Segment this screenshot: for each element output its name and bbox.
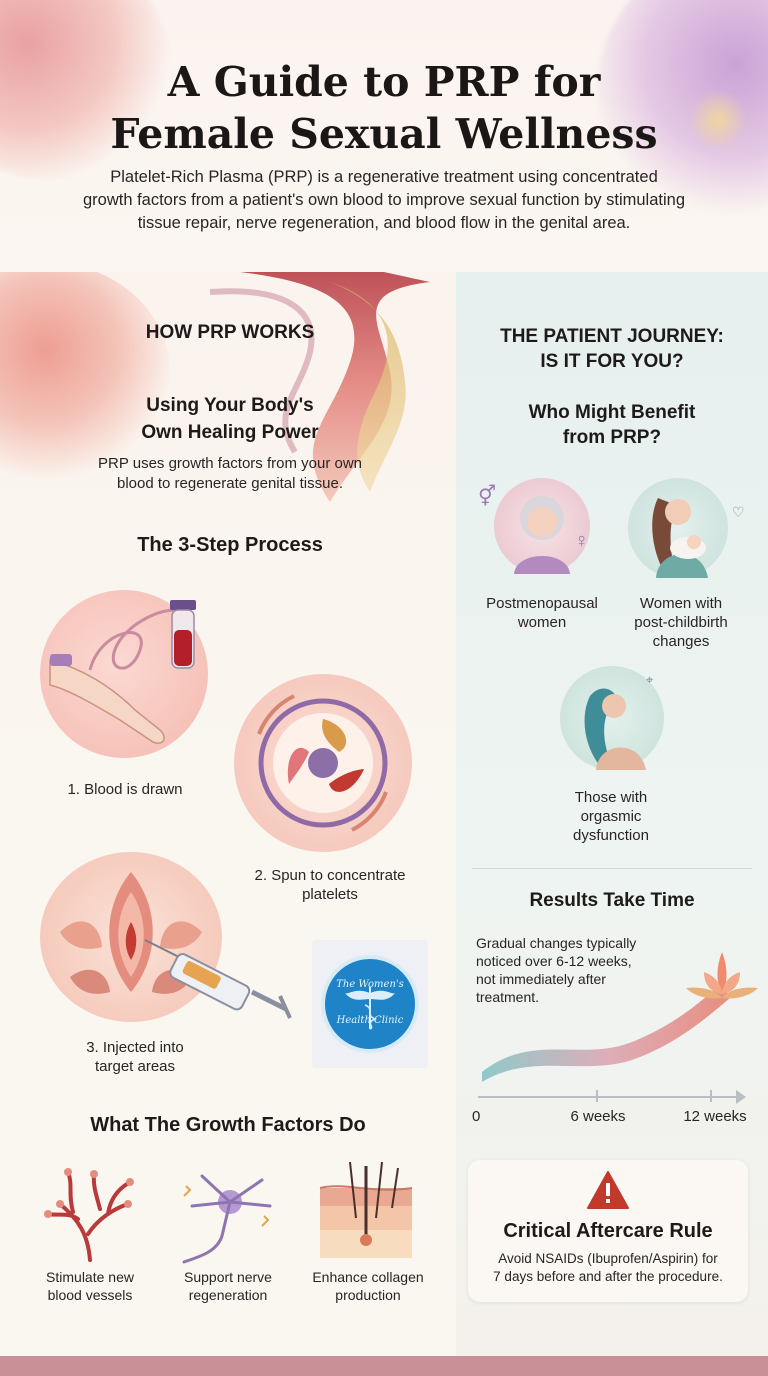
who-benefits-heading: Who Might Benefit from PRP? <box>482 400 742 450</box>
timeline-label-mid: 6 weeks <box>570 1108 626 1125</box>
growth-item1-line1: Stimulate new <box>46 1269 134 1285</box>
intro-line2: growth factors from a patient's own bloo… <box>82 191 686 209</box>
woman-reflecting-illustration <box>560 666 664 770</box>
step2-caption-line1: 2. Spun to concentrate <box>254 867 406 884</box>
candidate3-line3: dysfunction <box>573 827 649 844</box>
results-text-line2: noticed over 6-12 weeks, <box>476 953 632 969</box>
healing-power-text-line1: PRP uses growth factors from your own <box>98 455 362 472</box>
growth-item3-line1: Enhance collagen <box>312 1269 424 1285</box>
healing-power-heading: Using Your Body's Own Healing Power <box>80 392 380 446</box>
step2-centrifuge-illustration <box>234 674 412 852</box>
step3-caption-line2: target areas <box>94 1058 176 1075</box>
candidate2-line3: changes <box>652 633 710 650</box>
patient-journey-line1: THE PATIENT JOURNEY: <box>500 326 724 347</box>
warning-triangle-icon <box>587 1171 629 1209</box>
decorative-blob-coral <box>0 272 170 482</box>
intro-line1: Platelet-Rich Plasma (PRP) is a regenera… <box>110 168 658 186</box>
candidate2-line1: Women with <box>639 595 723 612</box>
nerve-cell-icon <box>182 1174 272 1264</box>
timeline-arrow-icon <box>736 1090 746 1104</box>
timeline-label-start: 0 <box>472 1108 481 1125</box>
healing-power-text-line2: blood to regenerate genital tissue. <box>117 475 343 492</box>
aftercare-text-line2: 7 days before and after the procedure. <box>493 1269 723 1284</box>
results-timeline-illustration <box>482 952 758 1082</box>
candidate3-line1: Those with <box>574 789 648 806</box>
header: A Guide to PRP for Female Sexual Wellnes… <box>0 0 768 272</box>
how-prp-works-heading: HOW PRP WORKS <box>145 322 315 343</box>
step3-caption: 3. Injected into target areas <box>50 1038 220 1076</box>
results-heading: Results Take Time <box>529 890 695 911</box>
mother-with-baby-illustration <box>628 478 728 578</box>
step3-caption-line1: 3. Injected into <box>86 1039 184 1056</box>
healing-power-heading-line2: Own Healing Power <box>141 422 319 443</box>
intro-paragraph: Platelet-Rich Plasma (PRP) is a regenera… <box>64 166 704 235</box>
footer-bar <box>0 1356 768 1376</box>
candidate3-caption: Those with orgasmic dysfunction <box>536 788 686 845</box>
growth-item1-caption: Stimulate new blood vessels <box>30 1268 150 1304</box>
patient-journey-line2: IS IT FOR YOU? <box>540 351 684 372</box>
page-title: A Guide to PRP for Female Sexual Wellnes… <box>0 56 768 160</box>
aftercare-text-line1: Avoid NSAIDs (Ibuprofen/Aspirin) for <box>498 1251 718 1266</box>
section-divider <box>472 868 752 869</box>
page-title-line1: A Guide to PRP for <box>167 58 601 106</box>
who-benefits-line2: from PRP? <box>562 427 662 448</box>
candidate1-line1: Postmenopausal <box>486 595 598 612</box>
growth-item2-line1: Support nerve <box>184 1269 272 1285</box>
flowing-ribbon-illustration <box>209 272 430 502</box>
candidate2-line2: post-childbirth <box>634 614 728 631</box>
gender-symbol-icon: ⚥ <box>478 486 497 508</box>
blood-vessels-icon <box>44 1168 134 1262</box>
healing-power-text: PRP uses growth factors from your own bl… <box>60 454 400 494</box>
results-text-line4: treatment. <box>476 989 540 1005</box>
aftercare-text: Avoid NSAIDs (Ibuprofen/Aspirin) for 7 d… <box>468 1250 748 1286</box>
growth-factors-heading: What The Growth Factors Do <box>90 1114 366 1136</box>
candidate3-line2: orgasmic <box>580 808 642 825</box>
growth-item3-line2: production <box>335 1287 401 1303</box>
female-symbol-icon: ♀ <box>574 530 589 552</box>
step1-caption-line1: 1. Blood is drawn <box>67 781 183 798</box>
step2-caption: 2. Spun to concentrate platelets <box>230 866 430 904</box>
intro-line3: tissue repair, nerve regeneration, and b… <box>137 214 631 232</box>
who-benefits-line1: Who Might Benefit <box>528 402 696 423</box>
skin-layers-icon <box>319 1161 413 1258</box>
candidate1-caption: Postmenopausal women <box>462 594 622 632</box>
candidate2-caption: Women with post-childbirth changes <box>606 594 756 651</box>
heart-icon: ♡ <box>732 504 745 520</box>
page-title-line2: Female Sexual Wellness <box>110 110 658 158</box>
decorative-blob-gold <box>688 90 748 150</box>
three-step-heading: The 3-Step Process <box>137 534 323 556</box>
clinic-logo-badge: The Women's Health Clinic <box>321 955 419 1053</box>
timeline-axis <box>478 1096 740 1098</box>
aftercare-card: Critical Aftercare Rule Avoid NSAIDs (Ib… <box>468 1160 748 1302</box>
growth-item2-line2: regeneration <box>188 1287 268 1303</box>
healing-power-heading-line1: Using Your Body's <box>146 395 314 416</box>
growth-item2-caption: Support nerve regeneration <box>168 1268 288 1304</box>
clinic-logo-text: The Women's Health Clinic <box>336 979 404 1026</box>
results-text-line1: Gradual changes typically <box>476 935 637 951</box>
left-column: HOW PRP WORKS Using Your Body's Own Heal… <box>0 272 456 1356</box>
candidate1-line2: women <box>517 614 567 631</box>
aftercare-heading: Critical Aftercare Rule <box>503 1220 713 1242</box>
caduceus-icon <box>345 987 395 1030</box>
syringe-icon <box>144 939 292 1019</box>
timeline-label-end: 12 weeks <box>683 1108 747 1125</box>
timeline-tick-end <box>710 1090 712 1102</box>
clinic-logo: The Women's Health Clinic <box>312 940 428 1068</box>
growth-item1-line2: blood vessels <box>47 1287 133 1303</box>
postmenopausal-woman-illustration <box>494 478 590 574</box>
step1-caption: 1. Blood is drawn <box>40 780 210 799</box>
location-pin-icon: ⌖ <box>646 672 654 687</box>
growth-item3-caption: Enhance collagen production <box>302 1268 434 1304</box>
patient-journey-heading: THE PATIENT JOURNEY: IS IT FOR YOU? <box>472 324 752 374</box>
timeline-tick-mid <box>596 1090 598 1102</box>
results-text: Gradual changes typically noticed over 6… <box>476 934 666 1006</box>
step2-caption-line2: platelets <box>302 886 358 903</box>
step1-blood-draw-illustration <box>40 590 208 758</box>
results-text-line3: not immediately after <box>476 971 606 987</box>
